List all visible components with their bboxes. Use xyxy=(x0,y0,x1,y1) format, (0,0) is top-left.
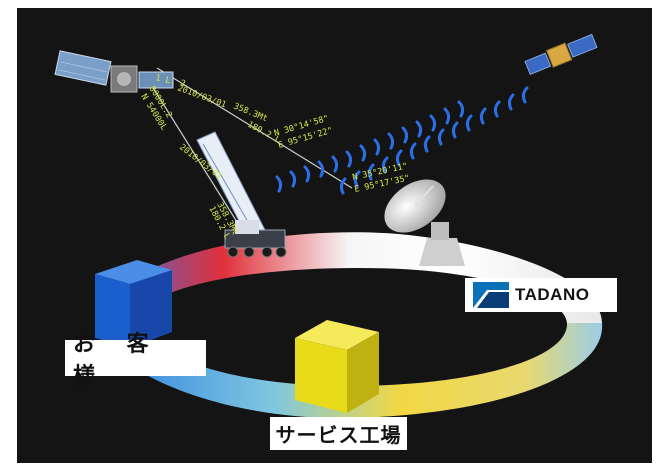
satellite-left-icon xyxy=(54,50,174,93)
ring-bottom xyxy=(96,313,603,419)
customer-cube xyxy=(95,260,172,348)
telemetry-readouts: 1 L. 2 2010/03/01 358.3Mt N 30°14'58" 18… xyxy=(138,73,410,241)
diagram-scene: 1 L. 2 2010/03/01 358.3Mt N 30°14'58" 18… xyxy=(54,33,603,419)
brand-name: TADANO xyxy=(515,285,590,304)
satellite-right-icon xyxy=(524,33,598,75)
satellite-dish-icon xyxy=(384,179,465,266)
service-shop-label: サービス工場 xyxy=(270,417,407,450)
ring-top xyxy=(97,232,602,323)
crane-icon xyxy=(196,131,287,258)
signal-waves-icon xyxy=(275,86,529,195)
readout-a2: 2010/03/01 xyxy=(176,83,228,110)
tadano-logo: TADANO xyxy=(465,278,617,312)
diagram-panel: 1 L. 2 2010/03/01 358.3Mt N 30°14'58" 18… xyxy=(17,8,652,463)
signal-line-left-b xyxy=(156,67,353,189)
signal-line-left xyxy=(146,77,248,239)
tadano-mark-icon xyxy=(473,282,509,308)
service-cube xyxy=(295,320,379,413)
customer-label: お 客 様 xyxy=(65,332,206,389)
